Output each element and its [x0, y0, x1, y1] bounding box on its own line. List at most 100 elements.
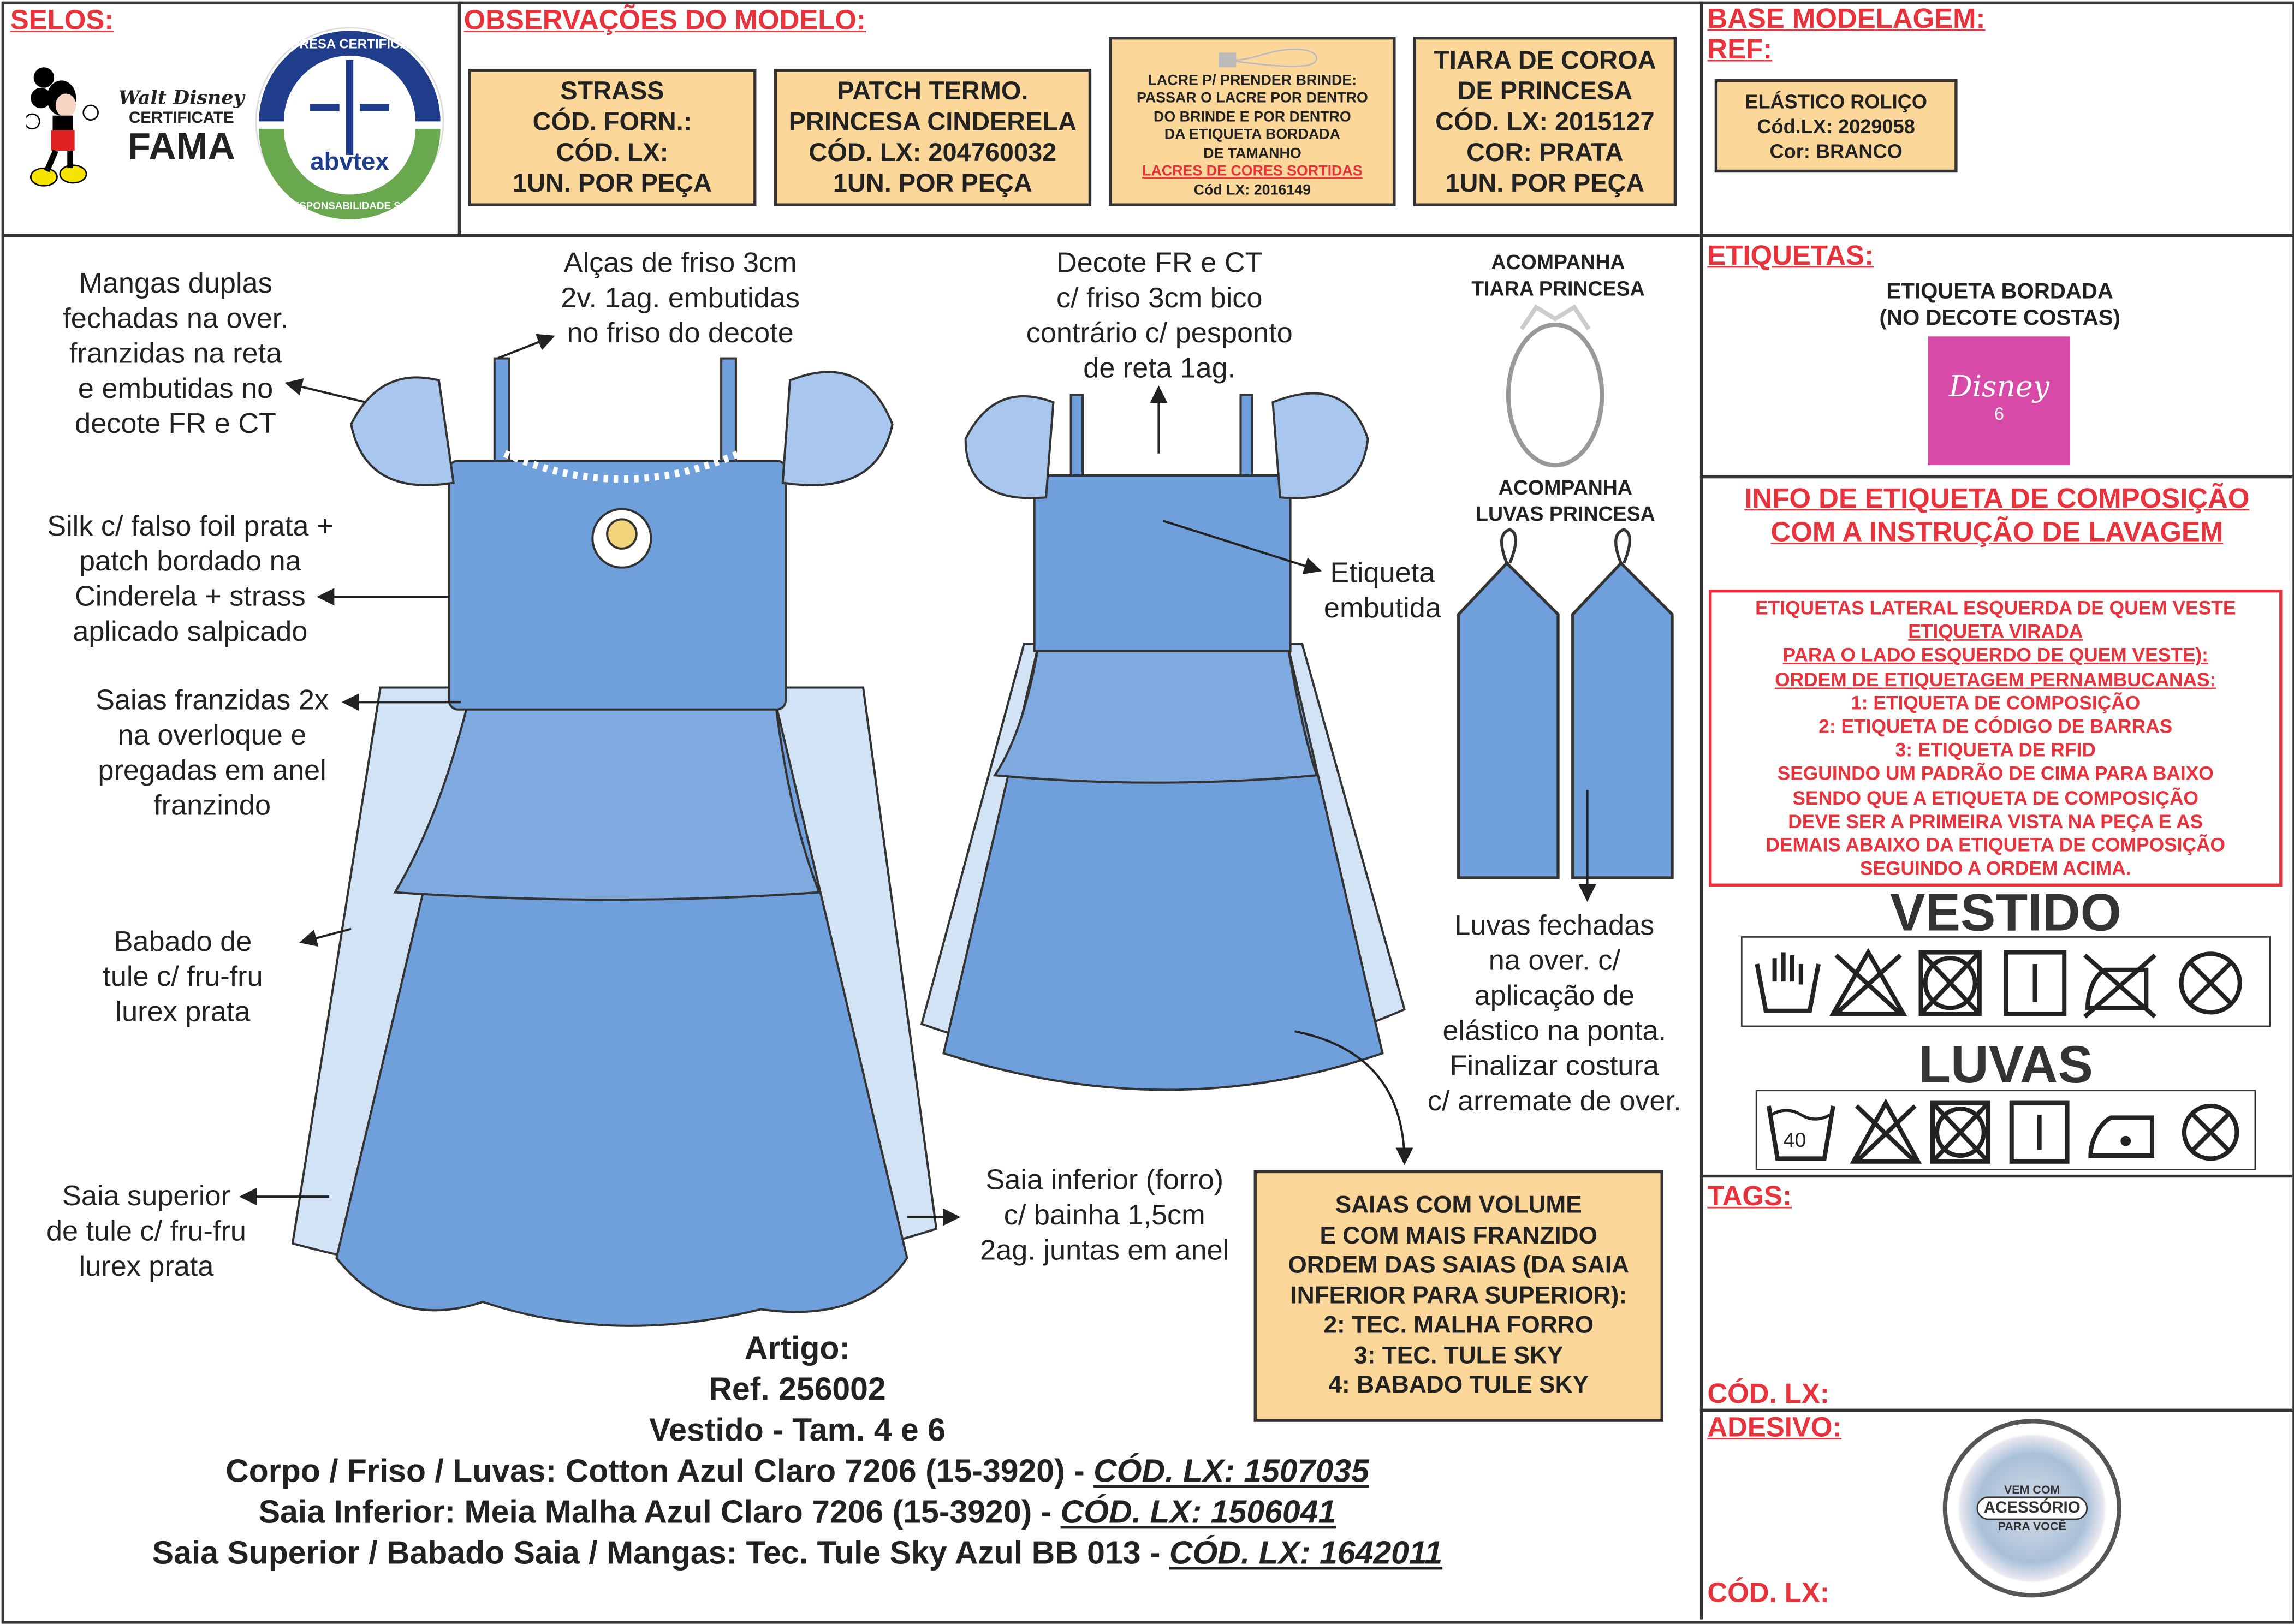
text-line: c/ friso 3cm bico — [1056, 282, 1263, 315]
no-dry-clean-icon — [2179, 951, 2242, 1015]
text-line: Luvas fechadas — [1454, 909, 1655, 942]
box-line: Cor: BRANCO — [1769, 139, 1903, 162]
text-line: Mangas duplas — [79, 267, 272, 300]
box-line: PASSAR O LACRE POR DENTRO — [1136, 91, 1368, 107]
no-iron-icon — [2083, 953, 2156, 1019]
text-line: LUVAS PRINCESA — [1476, 502, 1655, 526]
box-line: Cód LX: 2016149 — [1193, 182, 1311, 199]
text-line: INFERIOR PARA SUPERIOR): — [1290, 1282, 1627, 1309]
material-line: Saia Superior / Babado Saia / Mangas: Te… — [152, 1534, 1443, 1572]
front-dress — [291, 357, 938, 1327]
text-line: Saias franzidas 2x — [96, 685, 329, 717]
no-tumble-dry-icon — [1930, 1100, 1990, 1164]
text-line: contrário c/ pesponto — [1026, 317, 1293, 350]
abvtex-seal: abvtex EMPRESA CERTIFICADA EM RESPONSABILI… — [252, 23, 448, 219]
line-dry-icon — [2009, 1100, 2070, 1164]
seals-title: SELOS: — [10, 5, 114, 37]
lacre-box: LACRE P/ PRENDER BRINDE: PASSAR O LACRE P… — [1109, 36, 1396, 206]
base-ref: REF: — [1707, 35, 1773, 66]
no-tumble-dry-icon — [1918, 950, 1982, 1016]
box-line: DO BRINDE E POR DENTRO — [1153, 109, 1351, 126]
text-line: tule c/ fru-fru — [103, 961, 263, 994]
article-name: Vestido - Tam. 4 e 6 — [649, 1412, 946, 1449]
labeling-instructions: ETIQUETAS LATERAL ESQUERDA DE QUEM VESTE… — [1709, 589, 2283, 887]
text-line: Cinderela + strass — [75, 580, 306, 613]
text-line: decote FR e CT — [75, 408, 276, 441]
text-line: DEVE SER A PRIMEIRA VISTA NA PEÇA E AS — [1788, 810, 2203, 832]
box-line: ELÁSTICO ROLIÇO — [1745, 90, 1927, 112]
garment-drawings — [239, 304, 1674, 1327]
text-line: na over. c/ — [1488, 945, 1620, 978]
text-line: ORDEM DE ETIQUETAGEM PERNAMBUCANAS: — [1775, 668, 2216, 690]
box-line: PATCH TERMO. — [837, 76, 1029, 105]
material-line: Corpo / Friso / Luvas: Cotton Azul Claro… — [225, 1453, 1369, 1490]
title-line: COM A INSTRUÇÃO DE LAVAGEM — [1770, 517, 2224, 549]
text-line: 2: TEC. MALHA FORRO — [1323, 1312, 1594, 1339]
text-line: ACOMPANHA — [1491, 250, 1625, 274]
svg-text:EMPRESA CERTIFICADA: EMPRESA CERTIFICADA — [271, 37, 428, 51]
mickey-icon — [24, 66, 99, 191]
divider — [1699, 1408, 2293, 1412]
gloves-icon — [1457, 528, 1674, 879]
box-line: CÓD. LX: — [556, 137, 669, 167]
text-line: franzidas na reta — [69, 338, 282, 370]
back-dress — [920, 392, 1406, 1091]
text-line: Finalizar costura — [1449, 1050, 1659, 1083]
text-line: SAIAS COM VOLUME — [1335, 1192, 1582, 1219]
text-line: 1: ETIQUETA DE COMPOSIÇÃO — [1851, 692, 2141, 714]
no-bleach-icon — [1829, 948, 1907, 1016]
box-line: DA ETIQUETA BORDADA — [1164, 127, 1340, 144]
text-line: PARA O LADO ESQUERDO DE QUEM VESTE): — [1782, 644, 2208, 667]
text-line: lurex prata — [79, 1251, 214, 1283]
svg-text:EM RESPONSABILIDADE SOCIAL: EM RESPONSABILIDADE SOCIAL — [267, 200, 432, 211]
box-line: CÓD. FORN.: — [532, 106, 692, 136]
text-line: c/ arremate de over. — [1427, 1085, 1681, 1118]
text-line: SEGUINDO A ORDEM ACIMA. — [1859, 857, 2131, 880]
text-line: de reta 1ag. — [1083, 352, 1236, 385]
material-line: Saia Inferior: Meia Malha Azul Claro 720… — [258, 1494, 1336, 1531]
sticker-title: ADESIVO: — [1707, 1413, 1842, 1444]
text-line: na overloque e — [117, 719, 307, 752]
text-line: aplicado salpicado — [73, 616, 308, 649]
text-line: c/ bainha 1,5cm — [1003, 1199, 1205, 1232]
badge-text: VEM COM — [2004, 1483, 2060, 1497]
seal-tag-icon — [1219, 47, 1318, 67]
text-line: 3: TEC. TULE SKY — [1354, 1342, 1564, 1369]
tiara-icon — [1506, 304, 1604, 468]
text-line: patch bordado na — [79, 545, 301, 578]
observations-title: OBSERVAÇÕES DO MODELO: — [463, 5, 866, 37]
box-line: DE TAMANHO — [1203, 145, 1301, 162]
box-line: TIARA DE COROA — [1434, 44, 1656, 74]
badge-text: PARA VOCÊ — [1998, 1520, 2066, 1533]
divider — [1699, 475, 2293, 479]
divider — [1699, 1174, 2293, 1178]
divider — [1, 234, 2293, 237]
no-dry-clean-icon — [2182, 1103, 2239, 1161]
vestido-heading: VESTIDO — [1890, 882, 2121, 942]
text-line: aplicação de — [1474, 980, 1635, 1013]
text-line: SENDO QUE A ETIQUETA DE COMPOSIÇÃO — [1792, 786, 2198, 808]
text-line: embutida — [1323, 592, 1441, 625]
text-line: franzindo — [153, 790, 271, 823]
iron-low-icon — [2088, 1115, 2155, 1158]
text-line: 2v. 1ag. embutidas — [561, 282, 800, 315]
svg-text:abvtex: abvtex — [310, 147, 389, 175]
box-line: LACRE P/ PRENDER BRINDE: — [1148, 72, 1357, 89]
article-ref: Ref. 256002 — [709, 1370, 886, 1407]
box-line: Cód.LX: 2029058 — [1757, 115, 1915, 137]
divider — [457, 1, 461, 236]
svg-text:40: 40 — [1784, 1128, 1806, 1151]
fama-text: FAMA — [127, 124, 235, 169]
